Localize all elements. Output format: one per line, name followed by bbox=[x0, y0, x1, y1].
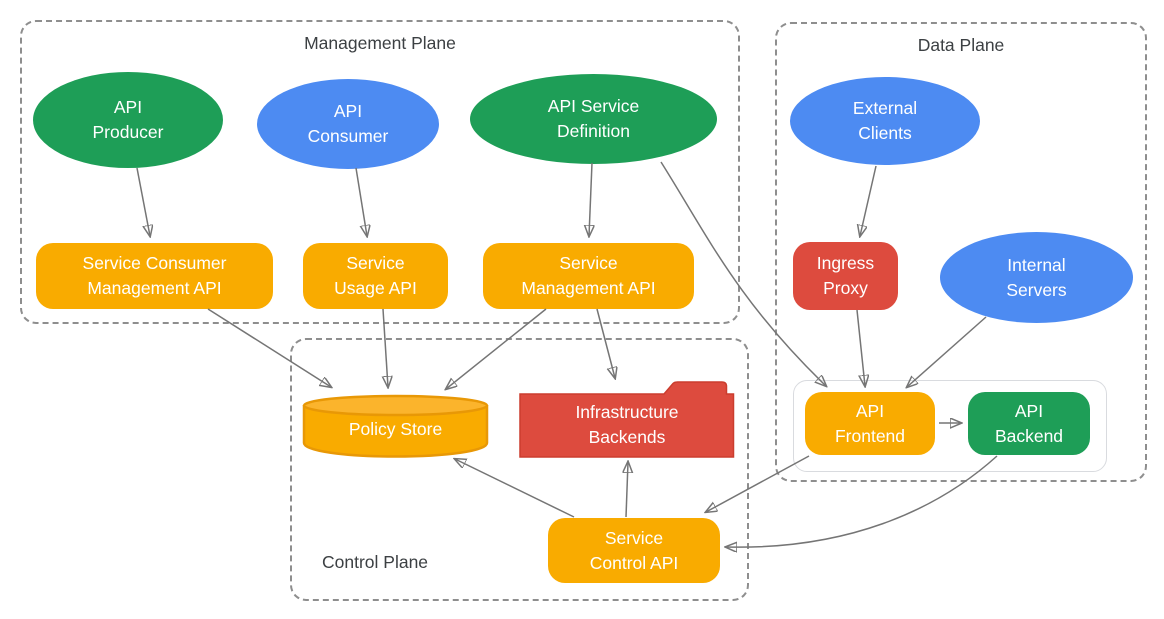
node-api-backend-label: API Backend bbox=[994, 400, 1064, 446]
node-external-clients-label: External Clients bbox=[852, 98, 918, 143]
node-ingress-proxy-label: Ingress Proxy bbox=[816, 253, 875, 298]
control-plane-title: Control Plane bbox=[322, 552, 429, 572]
node-api-consumer-label: API Consumer bbox=[307, 101, 389, 146]
node-api-service-definition-label: API Service Definition bbox=[547, 96, 640, 141]
node-service-consumer-management-api: Service Consumer Management API bbox=[36, 243, 273, 309]
node-policy-store-label: Policy Store bbox=[348, 419, 443, 439]
node-external-clients: External Clients bbox=[790, 77, 980, 165]
node-api-producer-label: API Producer bbox=[92, 97, 164, 142]
node-internal-servers-label: Internal Servers bbox=[1006, 254, 1067, 300]
data-plane-title: Data Plane bbox=[917, 35, 1005, 55]
node-service-usage-api-label: Service Usage API bbox=[334, 253, 417, 298]
node-service-control-api-label: Service Control API bbox=[589, 527, 679, 573]
policy-store-cylinder-shape bbox=[302, 394, 489, 458]
node-service-consumer-management-api-label: Service Consumer Management API bbox=[82, 253, 227, 298]
node-service-control-api: Service Control API bbox=[548, 518, 720, 583]
node-api-service-definition: API Service Definition bbox=[470, 74, 717, 164]
node-service-management-api: Service Management API bbox=[483, 243, 694, 309]
node-infrastructure-backends: Infrastructure Backends bbox=[519, 381, 735, 458]
management-plane-title: Management Plane bbox=[304, 33, 456, 53]
node-ingress-proxy: Ingress Proxy bbox=[793, 242, 898, 310]
node-api-frontend: API Frontend bbox=[805, 392, 935, 455]
node-service-usage-api: Service Usage API bbox=[303, 243, 448, 309]
node-policy-store: Policy Store bbox=[302, 394, 489, 458]
node-internal-servers: Internal Servers bbox=[940, 232, 1133, 323]
node-infrastructure-backends-label: Infrastructure Backends bbox=[575, 402, 679, 447]
node-service-management-api-label: Service Management API bbox=[521, 253, 656, 298]
node-api-consumer: API Consumer bbox=[257, 79, 439, 169]
node-api-producer: API Producer bbox=[33, 72, 223, 168]
node-api-backend: API Backend bbox=[968, 392, 1090, 455]
node-api-frontend-label: API Frontend bbox=[834, 400, 906, 446]
